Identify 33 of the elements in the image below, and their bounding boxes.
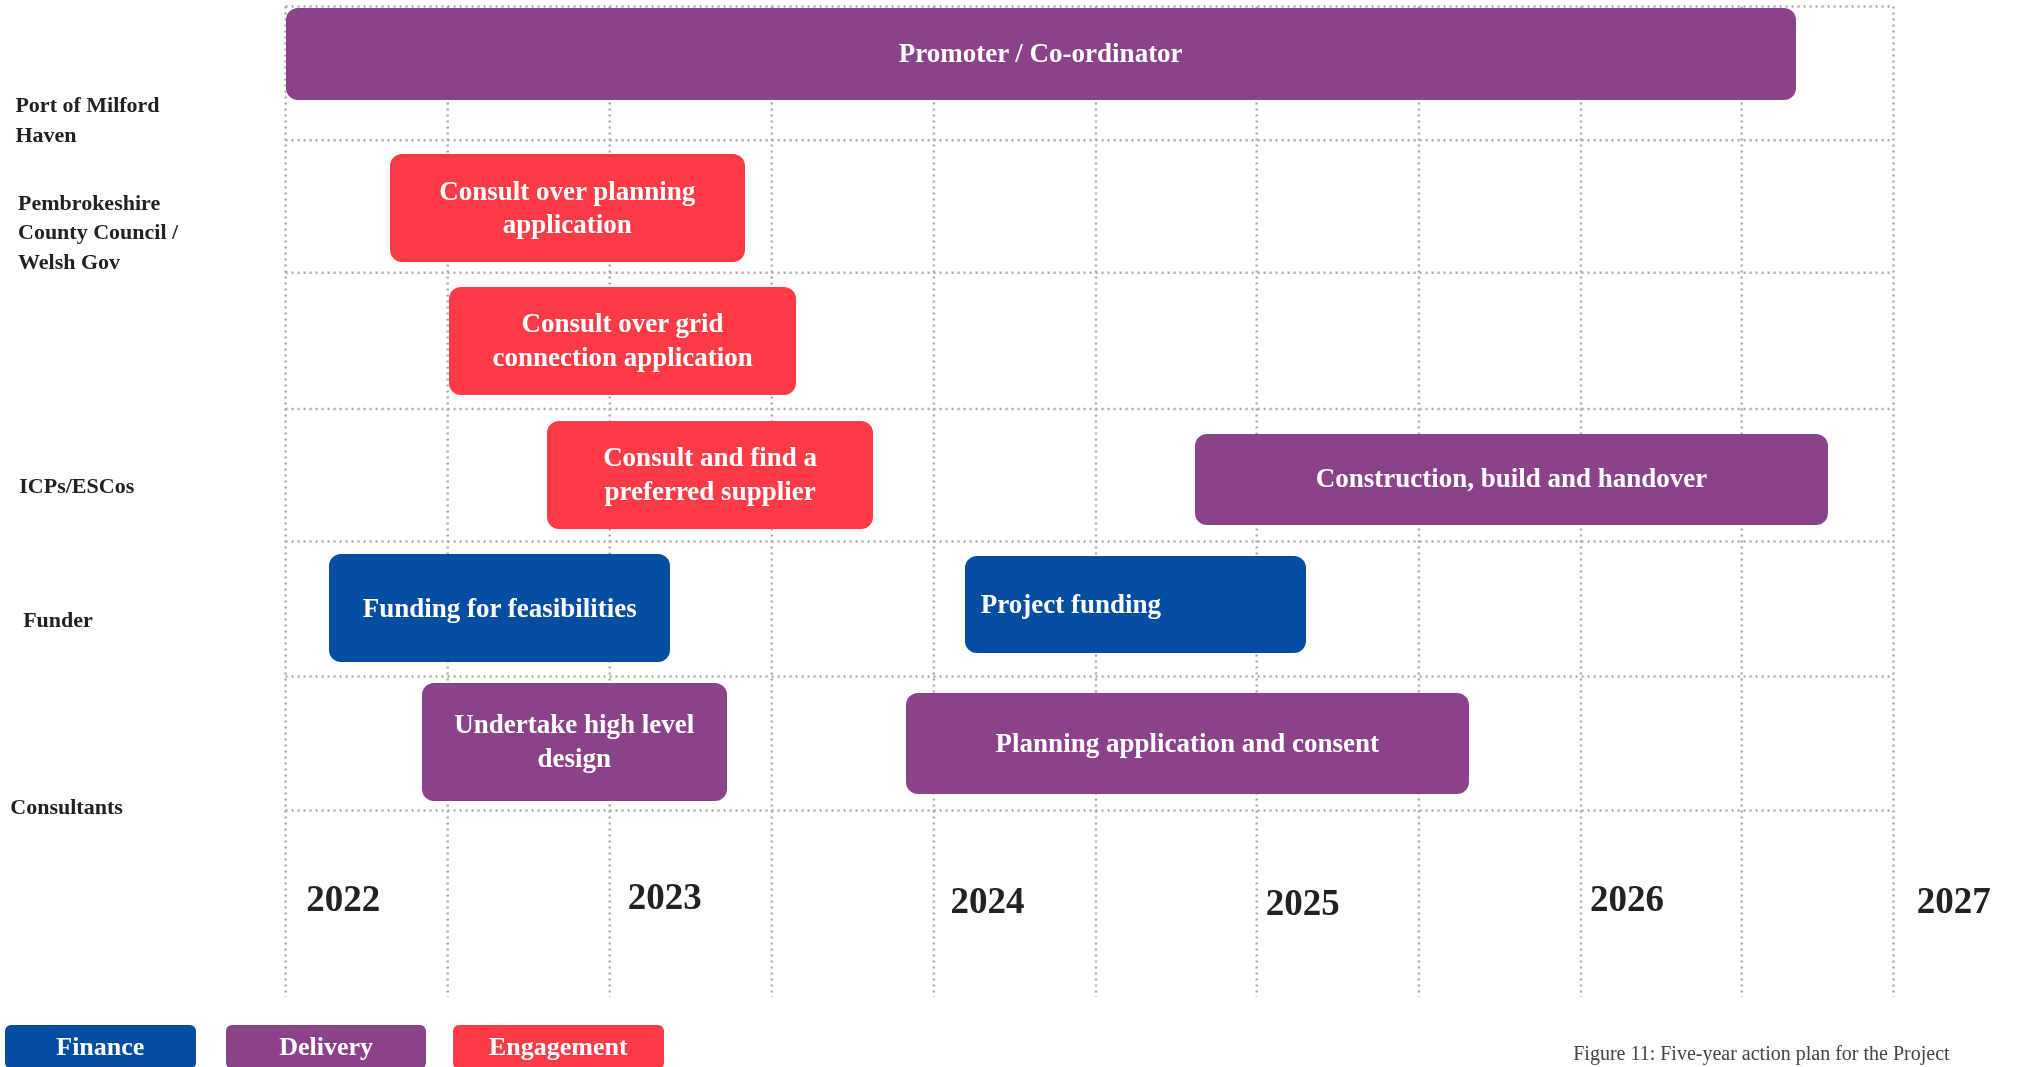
task-label: Consult over grid connection application	[491, 307, 754, 374]
task-bar	[1195, 433, 1828, 525]
row-label: ICPs/ESCos	[19, 471, 136, 500]
year-label: 2027	[1916, 878, 1991, 922]
row-label: Pembrokeshire County Council / Welsh Gov	[18, 188, 180, 277]
legend-swatch: Finance	[5, 1025, 196, 1067]
task-bar	[329, 554, 671, 663]
year-label: 2026	[1589, 877, 1664, 921]
task-label: Consult and find a preferred supplier	[602, 440, 818, 508]
row-label: Port of Milford Haven	[15, 91, 161, 149]
task-label: Planning application and consent	[995, 726, 1379, 760]
task-label: Construction, build and handover	[1315, 462, 1708, 496]
task-label: Project funding	[980, 587, 1161, 621]
task-bar	[285, 7, 1796, 101]
row-label: Consultants	[10, 793, 124, 822]
task-label: Undertake high level design	[453, 708, 696, 776]
legend-swatch: Delivery	[226, 1025, 426, 1067]
figure-caption: Figure 11: Five-year action plan for the Project	[1573, 1042, 1950, 1065]
task-bar	[964, 555, 1306, 654]
year-label: 2023	[627, 874, 702, 918]
task-label: Consult over planning application	[438, 174, 697, 242]
task-bar	[546, 420, 874, 529]
year-label: 2025	[1265, 881, 1340, 925]
task-bar	[448, 286, 797, 395]
year-label: 2022	[306, 877, 381, 921]
legend-swatch: Engagement	[452, 1025, 664, 1067]
row-label: Funder	[23, 605, 94, 634]
task-bar	[421, 683, 727, 802]
task-bar	[389, 154, 745, 263]
task-label: Promoter / Co-ordinator	[898, 37, 1183, 71]
year-label: 2024	[950, 878, 1025, 922]
task-bar	[905, 693, 1469, 794]
task-label: Funding for feasibilities	[362, 591, 637, 625]
